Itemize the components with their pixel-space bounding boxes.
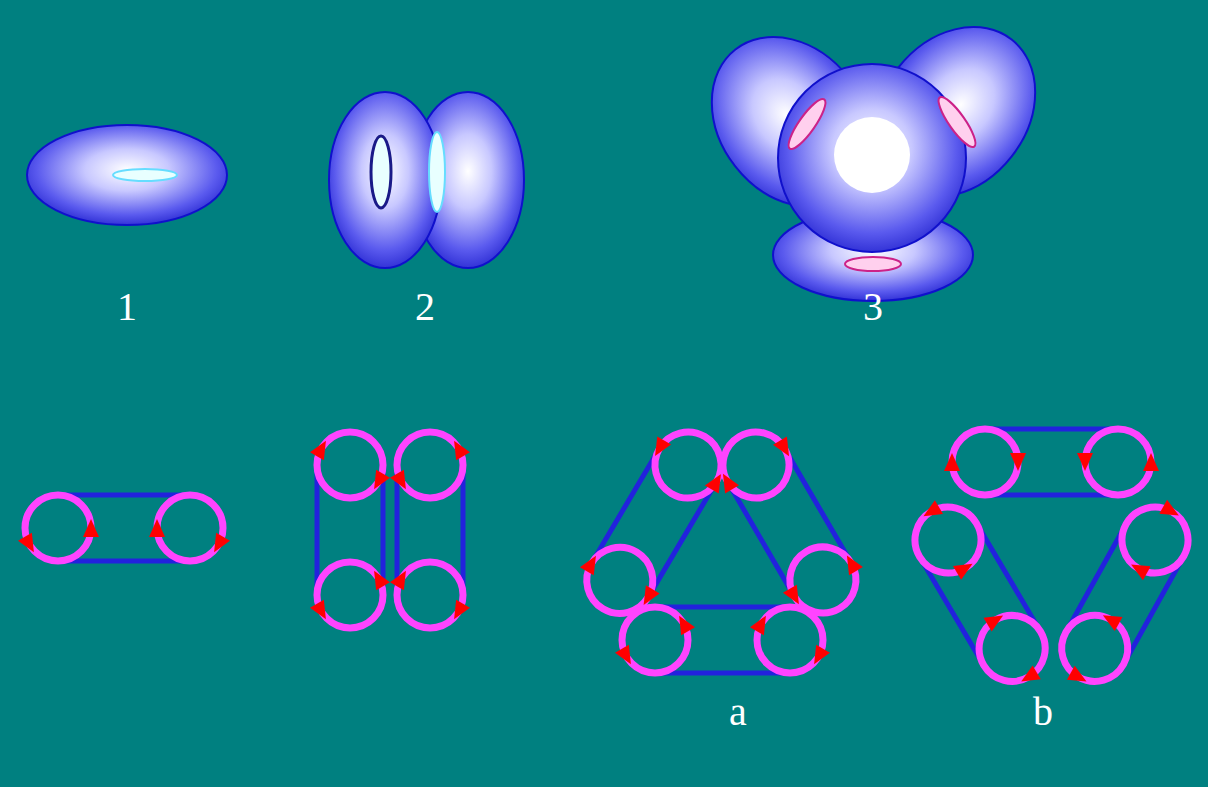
flow-arrow bbox=[716, 470, 739, 494]
vortex-circle bbox=[778, 535, 868, 625]
vortex-pair bbox=[615, 607, 830, 673]
flow-arrow bbox=[672, 612, 695, 636]
flow-arrow bbox=[149, 519, 165, 537]
band-line bbox=[58, 493, 190, 498]
vortex-circle bbox=[622, 607, 688, 673]
vortex-circle bbox=[1050, 603, 1140, 693]
band-line bbox=[985, 427, 1118, 432]
sphere-highlight bbox=[834, 117, 910, 193]
vortex-circle bbox=[317, 432, 383, 498]
vortex-circle bbox=[1110, 495, 1200, 585]
vortex-circle bbox=[1085, 429, 1151, 495]
band-line bbox=[58, 559, 190, 564]
flow-arrow bbox=[919, 500, 943, 523]
flow-arrow bbox=[18, 533, 41, 557]
flow-arrow bbox=[648, 436, 671, 460]
vortex-circle bbox=[711, 420, 801, 510]
flow-arrow bbox=[1017, 665, 1041, 688]
vortex-circle bbox=[397, 432, 463, 498]
flow-arrow bbox=[310, 437, 333, 461]
flow-arrow bbox=[390, 567, 413, 591]
flow-arrow bbox=[953, 557, 977, 580]
flow-arrow bbox=[390, 470, 413, 494]
figure-label: 3 bbox=[863, 287, 883, 327]
ring-hole bbox=[371, 136, 391, 208]
flow-arrow bbox=[807, 645, 830, 669]
three-ring-figure bbox=[679, 0, 1069, 301]
vortex-pair bbox=[18, 495, 230, 561]
band-line bbox=[655, 605, 790, 610]
flow-arrow bbox=[310, 600, 333, 624]
band-line bbox=[655, 671, 790, 676]
flow-arrow bbox=[367, 470, 390, 494]
vortex-circle bbox=[967, 603, 1057, 693]
vortex-ring-figure bbox=[27, 125, 227, 225]
vortex-pair bbox=[390, 432, 470, 628]
vortex-circle bbox=[952, 429, 1018, 495]
band-line bbox=[461, 465, 466, 595]
flow-arrow bbox=[1010, 453, 1026, 471]
flow-arrow bbox=[207, 533, 230, 557]
vortex-circle bbox=[575, 535, 665, 625]
flow-arrow bbox=[1159, 500, 1183, 523]
flow-arrow bbox=[984, 609, 1008, 632]
flow-arrow bbox=[944, 453, 960, 471]
vortex-circle bbox=[25, 495, 91, 561]
flow-arrow bbox=[615, 645, 638, 669]
ring-body bbox=[329, 92, 441, 268]
flow-arrow bbox=[447, 437, 470, 461]
vortex-pair bbox=[899, 488, 1062, 701]
ring-hole bbox=[933, 93, 981, 151]
flow-arrow bbox=[580, 552, 603, 576]
vortex-circle bbox=[903, 495, 993, 585]
band-line bbox=[395, 465, 400, 595]
ring-hole bbox=[429, 132, 445, 212]
figure-label: 1 bbox=[117, 287, 137, 327]
figure-label: 2 bbox=[415, 287, 435, 327]
vortex-pair bbox=[568, 416, 740, 630]
band-line bbox=[315, 465, 320, 595]
sphere bbox=[778, 64, 966, 252]
ring-hole bbox=[845, 257, 901, 271]
ring-hole bbox=[113, 169, 177, 181]
flow-arrow bbox=[1067, 666, 1091, 689]
two-ring-figure bbox=[329, 92, 524, 268]
flow-arrow bbox=[1143, 453, 1159, 471]
vortex-pair bbox=[944, 429, 1159, 495]
flow-arrow bbox=[447, 600, 470, 624]
flow-arrow bbox=[840, 552, 863, 576]
flow-arrow bbox=[773, 437, 796, 461]
band-line bbox=[985, 493, 1118, 498]
flow-arrow bbox=[1077, 453, 1093, 471]
vortex-circle bbox=[757, 607, 823, 673]
ring-body bbox=[412, 92, 524, 268]
flow-arrow bbox=[1127, 557, 1151, 580]
flow-arrow bbox=[750, 612, 773, 636]
vortex-pair bbox=[704, 416, 875, 629]
ring-body bbox=[27, 125, 227, 225]
vortex-pair bbox=[1046, 488, 1204, 700]
vortex-circle bbox=[397, 562, 463, 628]
ring-hole bbox=[783, 95, 831, 153]
vortex-pair bbox=[310, 432, 390, 628]
figure-label: b bbox=[1033, 692, 1053, 732]
figure-label: a bbox=[729, 692, 747, 732]
vortex-circle bbox=[157, 495, 223, 561]
flow-arrow bbox=[1099, 608, 1123, 631]
vortex-circle bbox=[317, 562, 383, 628]
flow-arrow bbox=[367, 567, 390, 591]
flow-arrow bbox=[83, 519, 99, 537]
band-line bbox=[381, 465, 386, 595]
